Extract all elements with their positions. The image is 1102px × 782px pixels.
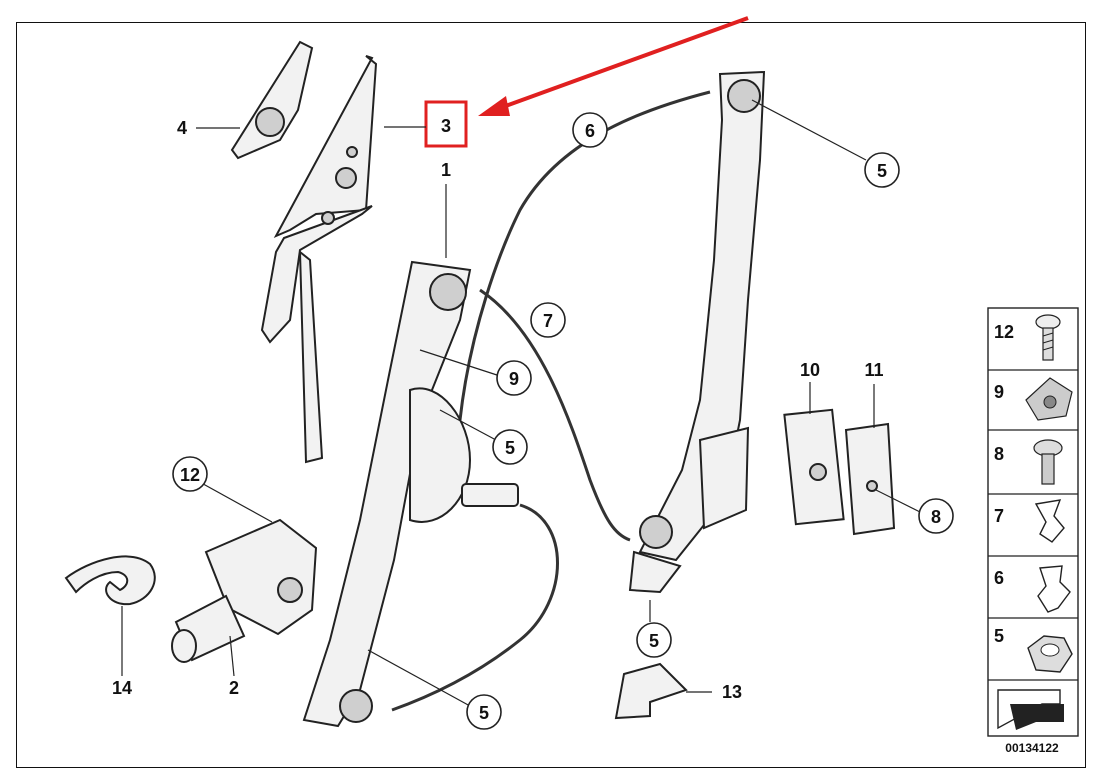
expansion-clip-icon — [1034, 499, 1065, 543]
label-4: 4 — [177, 118, 187, 138]
part-1-regulator — [302, 260, 519, 728]
clip-nut-icon — [1025, 377, 1073, 421]
label-3: 3 — [441, 116, 451, 136]
label-5-c: 5 — [649, 631, 659, 651]
diagram-number: 00134122 — [1005, 741, 1059, 755]
legend-item-9: 9 — [994, 382, 1004, 402]
label-12: 12 — [180, 465, 200, 485]
leader-lines — [121, 99, 921, 707]
label-6: 6 — [585, 121, 595, 141]
label-9: 9 — [509, 369, 519, 389]
part-11-plate — [844, 422, 896, 536]
highlight-arrow — [478, 16, 749, 116]
label-7: 7 — [543, 311, 553, 331]
callout-labels: 1 2 3 4 5 5 5 5 6 7 8 9 10 11 12 13 14 — [112, 116, 941, 723]
part-3-window-guide — [260, 55, 378, 464]
part-4-mirror-cover — [230, 40, 314, 160]
label-2: 2 — [229, 678, 239, 698]
label-1: 1 — [441, 160, 451, 180]
cable-6 — [458, 90, 711, 421]
label-5-b: 5 — [505, 438, 515, 458]
diagram-frame — [16, 22, 1086, 768]
label-8: 8 — [931, 507, 941, 527]
bolt-icon — [1033, 439, 1063, 485]
callout-circles — [172, 112, 954, 730]
label-10: 10 — [800, 360, 820, 380]
legend-item-6: 6 — [994, 568, 1004, 588]
part-14-clip — [64, 555, 156, 606]
legend-item-5: 5 — [994, 626, 1004, 646]
legend-item-7: 7 — [994, 506, 1004, 526]
push-clip-icon — [1037, 565, 1071, 613]
label-5-d: 5 — [479, 703, 489, 723]
fastener-legend: 12 9 8 7 6 5 — [987, 307, 1079, 737]
label-14: 14 — [112, 678, 132, 698]
direction-arrow-icon — [997, 689, 1064, 730]
part-2-motor — [171, 518, 318, 663]
right-rail — [628, 70, 766, 594]
screw-icon — [1035, 314, 1061, 361]
legend-item-8: 8 — [994, 444, 1004, 464]
cable-7 — [479, 288, 631, 542]
label-13: 13 — [722, 682, 742, 702]
label-11: 11 — [864, 360, 883, 380]
label-5-a: 5 — [877, 161, 887, 181]
part-13-bracket — [614, 662, 688, 720]
highlight-box — [424, 100, 468, 148]
hex-nut-icon — [1027, 635, 1073, 673]
cable-lower — [391, 503, 559, 712]
legend-item-12: 12 — [994, 322, 1014, 342]
